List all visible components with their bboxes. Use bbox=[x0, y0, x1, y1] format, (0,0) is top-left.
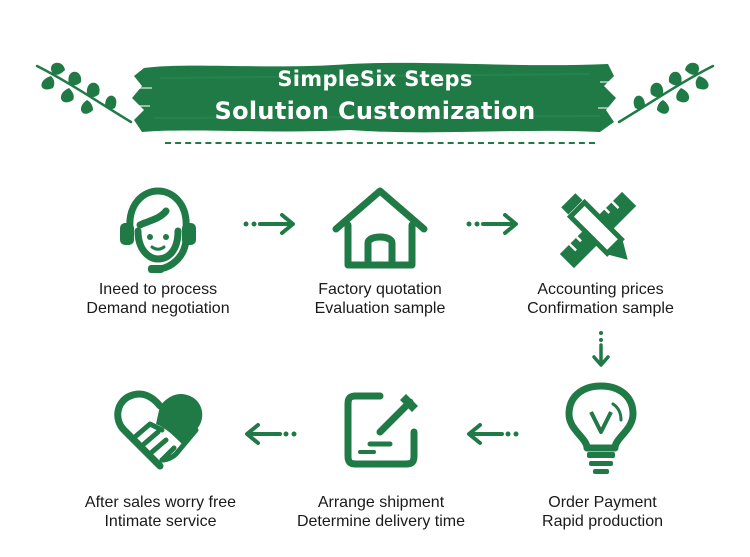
handshake-heart-icon bbox=[114, 390, 203, 470]
step-5-line-2: Determine delivery time bbox=[296, 513, 466, 530]
step-3-line-2: Confirmation sample bbox=[527, 300, 674, 317]
step-2-label: Factory quotation Evaluation sample bbox=[280, 280, 480, 318]
step-5-line-1: Arrange shipment bbox=[317, 494, 445, 511]
step-1-line-1: Ineed to process bbox=[98, 281, 218, 298]
left-leaf-branch-icon bbox=[35, 62, 133, 124]
title-banner bbox=[132, 62, 618, 133]
arrow-left-icon bbox=[245, 423, 297, 445]
step-2-line-1: Factory quotation bbox=[318, 281, 442, 298]
step-1-line-2: Demand negotiation bbox=[86, 300, 230, 317]
title-line-2: Solution Customization bbox=[214, 97, 536, 125]
arrow-down-icon bbox=[592, 331, 610, 367]
step-6-line-2: Intimate service bbox=[104, 513, 217, 530]
step-4-line-2: Rapid production bbox=[542, 513, 663, 530]
right-leaf-branch-icon bbox=[617, 62, 715, 124]
step-3-label: Accounting prices Confirmation sample bbox=[498, 280, 703, 318]
edit-note-icon bbox=[344, 392, 418, 468]
step-6-line-1: After sales worry free bbox=[84, 494, 237, 511]
house-icon bbox=[332, 187, 428, 269]
step-3-line-1: Accounting prices bbox=[537, 281, 664, 298]
arrow-left-icon bbox=[467, 423, 519, 445]
step-2-line-2: Evaluation sample bbox=[314, 300, 446, 317]
headset-icon bbox=[120, 187, 196, 273]
title-divider bbox=[165, 142, 595, 144]
step-4-label: Order Payment Rapid production bbox=[500, 493, 705, 531]
step-1-label: Ineed to process Demand negotiation bbox=[58, 280, 258, 318]
pencil-ruler-icon bbox=[559, 191, 637, 269]
lightbulb-icon bbox=[565, 382, 637, 474]
arrow-right-icon bbox=[466, 213, 518, 235]
step-4-line-1: Order Payment bbox=[548, 494, 657, 511]
title-line-1: SimpleSix Steps bbox=[277, 67, 473, 91]
arrow-right-icon bbox=[243, 213, 295, 235]
step-6-label: After sales worry free Intimate service bbox=[58, 493, 263, 531]
step-5-label: Arrange shipment Determine delivery time bbox=[262, 493, 500, 531]
